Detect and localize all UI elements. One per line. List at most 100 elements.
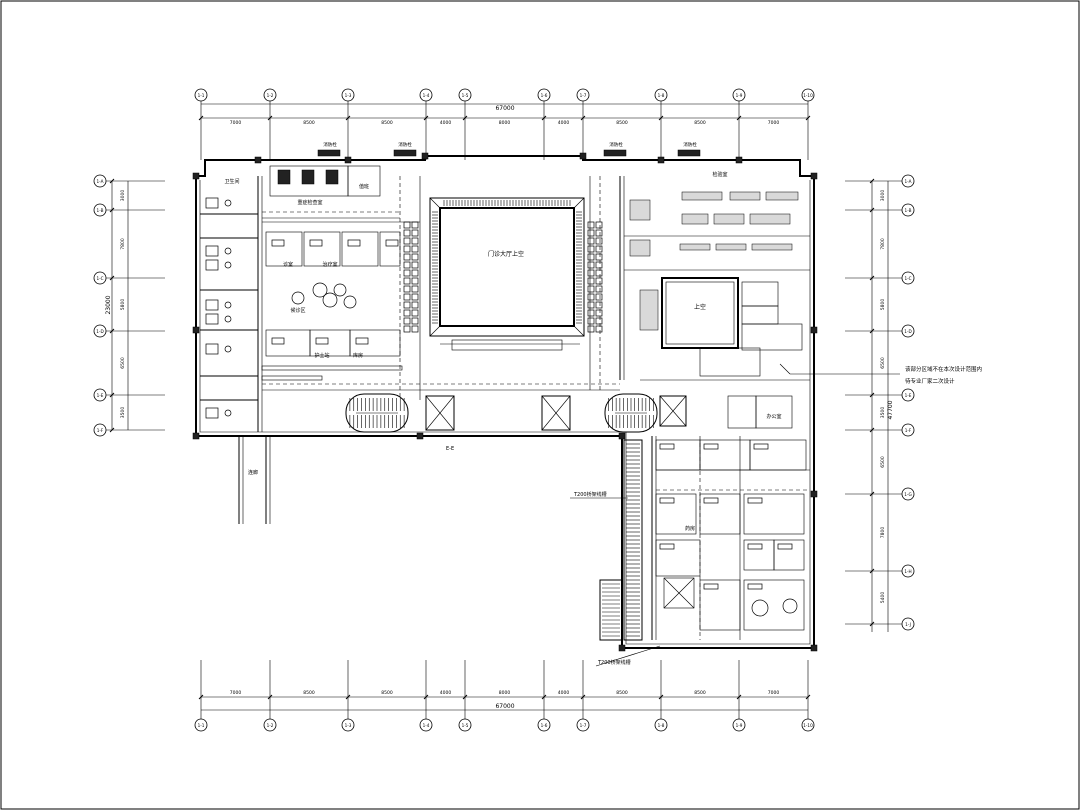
bottom-tick (423, 694, 429, 700)
bottom-segment-dimension: 4000 (558, 690, 570, 696)
desk (309, 239, 323, 247)
structural-column (344, 156, 352, 164)
grid-axis-left-circle (93, 271, 107, 285)
waiting-chair (595, 277, 603, 285)
waiting-chair (411, 221, 419, 229)
office-label: 办公室 (766, 413, 781, 420)
grid-axis-top-circle (801, 88, 815, 102)
top-segment-dimension: 7000 (230, 120, 242, 126)
left-overall-dimension: 23000 (105, 295, 112, 314)
waiting-chair (403, 245, 411, 253)
sink-fixture (224, 247, 232, 255)
waiting-chair (411, 229, 419, 237)
sink-fixture (224, 345, 232, 353)
top-tick (580, 115, 586, 121)
waiting-chair (595, 317, 603, 325)
left-tick (109, 207, 115, 213)
consult-room (379, 231, 401, 267)
structural-column (810, 644, 818, 652)
mep-lines (262, 176, 810, 640)
grid-axis-bottom-circle (341, 718, 355, 732)
toilet-fixture (205, 313, 219, 325)
stairs (345, 393, 658, 641)
central-hall-label: 门诊大厅上空 (488, 250, 524, 258)
right-segment-dimension: 5800 (880, 299, 886, 311)
consult-room (341, 231, 379, 267)
waiting-chair (403, 229, 411, 237)
desk (385, 239, 399, 247)
se-room-fixture (659, 543, 675, 550)
top-tick (345, 115, 351, 121)
lab-bench (639, 289, 659, 331)
waiting-chair (595, 293, 603, 301)
waiting-chair (587, 237, 595, 245)
section-mark: E-E (446, 446, 454, 452)
sink-fixture (224, 315, 232, 323)
left-segment-dimension: 3000 (120, 190, 126, 202)
se-room-fixture (703, 583, 719, 590)
south-east-wing: 药房 (651, 436, 807, 640)
right-segment-dimension: 6500 (880, 456, 886, 468)
top-tick (198, 115, 204, 121)
grid-axis-left-circle (93, 203, 107, 217)
grid-axis-bottom-circle (537, 718, 551, 732)
waiting-chair (403, 261, 411, 269)
structural-column (254, 156, 262, 164)
grid-axis-bottom-circle (263, 718, 277, 732)
se-room-fixture (703, 497, 719, 504)
structural-column (810, 490, 818, 498)
waiting-chair (403, 309, 411, 317)
sink-fixture (224, 409, 232, 417)
grid-axis-bottom-label: 1-3 (345, 723, 352, 728)
grid-axis-top-label: 1-5 (462, 93, 469, 98)
grid-axis-bottom-label: 1-5 (462, 723, 469, 728)
top-segment-dimension: 8000 (499, 120, 511, 126)
grid-axis-left-label: 1-A (97, 179, 104, 184)
grid-axis-right-label: 1-J (905, 622, 911, 627)
left-tick (109, 392, 115, 398)
grid-axis-left-label: 1-C (96, 276, 103, 281)
grid-axis-left-label: 1-D (96, 329, 103, 334)
grid-axis-top-circle (194, 88, 208, 102)
waiting-chair (587, 245, 595, 253)
structural-column (618, 644, 626, 652)
waiting-chair (411, 325, 419, 333)
left-tick (109, 427, 115, 433)
top-segment-dimension: 8500 (381, 120, 393, 126)
grid-axis-right-label: 1-E (905, 393, 912, 398)
waiting-chair (587, 261, 595, 269)
waiting-chair (411, 309, 419, 317)
waiting-chair (411, 237, 419, 245)
top-equipment-3: 消防栓 (609, 141, 623, 148)
top-equipment-1: 消防栓 (323, 141, 337, 148)
bottom-segment-dimension: 8500 (381, 690, 393, 696)
grid-axis-right-label: 1-C (904, 276, 911, 281)
toilet-fixture (205, 299, 219, 311)
bottom-tick (658, 694, 664, 700)
waiting-chair (403, 301, 411, 309)
waiting-chair (587, 325, 595, 333)
se-room-fixture (747, 497, 763, 504)
waiting-chair (403, 277, 411, 285)
se-room (655, 493, 697, 535)
waiting-chair (411, 269, 419, 277)
grid-axis-bottom-circle (654, 718, 668, 732)
bottom-overall-dimension: 67000 (495, 703, 514, 710)
grid-axis-top-circle (263, 88, 277, 102)
grid-axis-right-circle (901, 324, 915, 338)
left-segment-dimension: 7800 (120, 238, 126, 250)
treatment-label: 治疗室 (322, 261, 337, 268)
central-hall-void: 门诊大厅上空 (429, 197, 585, 337)
top-tick (736, 115, 742, 121)
grid-axis-bubbles: 1-11-11-21-21-31-31-41-41-51-51-61-61-71… (93, 88, 915, 732)
waiting-chair (587, 269, 595, 277)
grid-axis-left-circle (93, 423, 107, 437)
left-tick (109, 275, 115, 281)
grid-axis-right-circle (901, 617, 915, 631)
grid-axis-bottom-circle (732, 718, 746, 732)
grid-axis-top-circle (576, 88, 590, 102)
right-segment-dimension: 7800 (880, 238, 886, 250)
structural-column (618, 432, 626, 440)
